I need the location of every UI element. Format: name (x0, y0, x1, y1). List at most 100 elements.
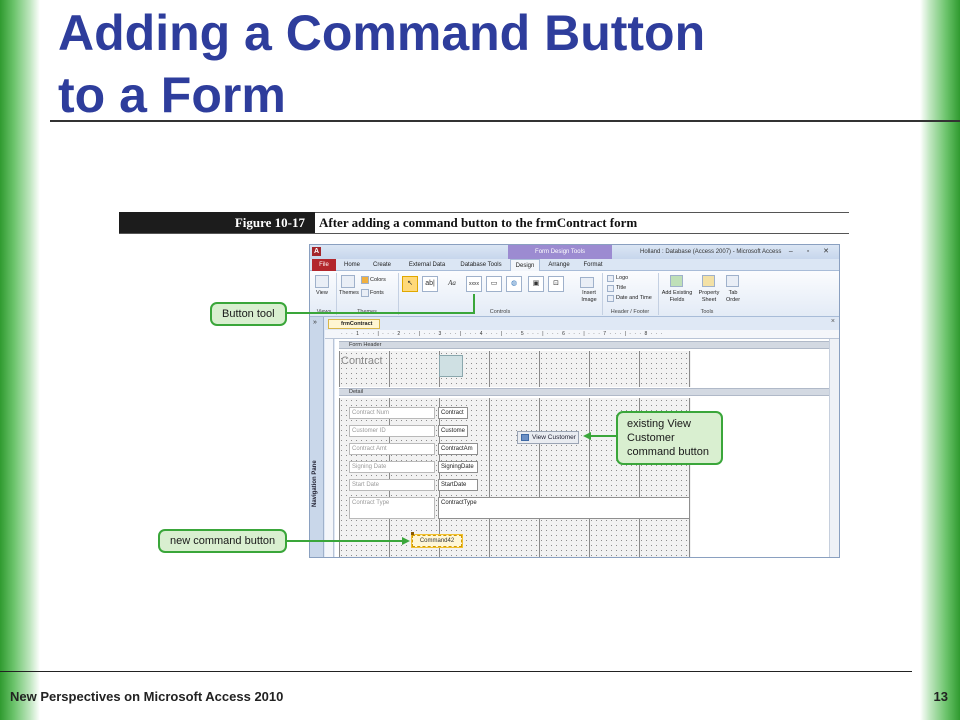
form-icon (521, 434, 529, 441)
logo-image[interactable] (439, 355, 463, 377)
tools-group-label: Tools (700, 309, 714, 315)
window-controls[interactable]: – ▫ ✕ (788, 248, 835, 255)
callout-line-new (285, 540, 403, 542)
page-number: 13 (933, 689, 948, 704)
move-handle[interactable] (411, 532, 414, 535)
figure-rule-bottom (119, 233, 849, 234)
colors-icon (361, 276, 369, 284)
textbox-control-icon[interactable]: ab| (422, 276, 438, 292)
tab-order-button[interactable]: Tab Order (725, 290, 741, 303)
figure-caption-bar: Figure 10-17 After adding a command butt… (119, 212, 849, 234)
command42-button[interactable]: Command42 (411, 534, 463, 548)
logo-icon (607, 275, 614, 282)
navigation-pane[interactable]: » Navigation Pane (310, 317, 324, 557)
title-icon (607, 285, 614, 292)
hyperlink-control-icon[interactable]: ◍ (506, 276, 522, 292)
start-date-textbox[interactable]: StartDate (438, 479, 478, 491)
title-line-2: to a Form (58, 67, 286, 123)
insert-image-button[interactable]: Insert Image (581, 290, 597, 303)
tab-format[interactable]: Format (583, 262, 603, 268)
ribbon-tabs: File Home Create External Data Database … (310, 259, 839, 271)
property-sheet-button[interactable]: Property Sheet (698, 290, 720, 303)
view-customer-button-label: View Customer (532, 434, 576, 441)
tab-create[interactable]: Create (372, 262, 391, 268)
add-existing-fields-button[interactable]: Add Existing Fields (661, 290, 693, 303)
form-header-bar[interactable]: Form Header (339, 341, 831, 349)
signing-date-label[interactable]: Signing Date (349, 461, 435, 473)
left-green-edge (0, 0, 40, 720)
tab-arrange[interactable]: Arrange (548, 262, 570, 268)
contract-num-textbox[interactable]: Contract (438, 407, 468, 419)
window-title: Holland : Database (Access 2007) - Micro… (640, 249, 782, 255)
tab-design[interactable]: Design (510, 259, 540, 271)
footer-rule (0, 671, 912, 672)
vertical-scrollbar[interactable] (829, 339, 839, 557)
form-header-grid (339, 351, 691, 387)
property-sheet-icon[interactable] (702, 275, 715, 287)
insert-image-icon[interactable] (580, 277, 594, 288)
date-time-icon (607, 295, 614, 302)
tab-home[interactable]: Home (343, 262, 360, 268)
navigation-pane-label: Navigation Pane (312, 460, 318, 507)
themes-icon[interactable] (341, 275, 355, 288)
chevron-right-icon[interactable]: » (313, 319, 317, 326)
form-design-surface[interactable]: Form Header Contract Detail Contract Num… (335, 339, 831, 557)
slide-title: Adding a Command Button to a Form (58, 2, 918, 126)
tab-order-icon[interactable] (726, 275, 739, 287)
form-header-title[interactable]: Contract (341, 355, 383, 367)
fonts-icon (361, 289, 369, 297)
themes-button[interactable]: Themes (339, 290, 359, 296)
select-control-icon[interactable]: ↖ (402, 276, 418, 292)
start-date-label[interactable]: Start Date (349, 479, 435, 491)
tab-external-data[interactable]: External Data (408, 262, 446, 268)
ribbon-separator (658, 273, 659, 315)
tab-file[interactable]: File (312, 259, 336, 271)
tab-frmcontract[interactable]: frmContract (328, 319, 380, 329)
ribbon-separator (336, 273, 337, 315)
close-icon[interactable]: × (830, 318, 835, 325)
view-customer-button[interactable]: View Customer (517, 431, 579, 444)
logo-button[interactable]: Logo (616, 275, 629, 281)
access-app-icon[interactable]: A (312, 247, 321, 256)
button-control-icon[interactable]: xxxx (466, 276, 482, 292)
callout-existing-line-1: existing View (627, 418, 691, 430)
detail-bar[interactable]: Detail (339, 388, 831, 396)
signing-date-textbox[interactable]: SigningDate (438, 461, 478, 473)
view-icon[interactable] (315, 275, 329, 288)
label-control-icon[interactable]: Aa (448, 279, 456, 287)
callout-line-button-tool-vertical (473, 294, 475, 314)
colors-button[interactable]: Colors (370, 277, 386, 283)
callout-existing-line-2: Customer (627, 432, 675, 444)
contract-num-label[interactable]: Contract Num (349, 407, 435, 419)
right-green-edge (920, 0, 960, 720)
tab-control-icon[interactable]: ▭ (486, 276, 502, 292)
quick-access-toolbar: A Form Design Tools Holland : Database (… (310, 245, 839, 259)
callout-line-button-tool (287, 312, 475, 314)
view-button[interactable]: View (316, 290, 328, 296)
web-browser-control-icon[interactable]: ▣ (528, 276, 544, 292)
ribbon-separator (602, 273, 603, 315)
footer-text: New Perspectives on Microsoft Access 201… (10, 689, 284, 704)
figure-caption: After adding a command button to the frm… (319, 215, 638, 230)
ribbon-separator (398, 273, 399, 315)
contract-type-label[interactable]: Contract Type (349, 497, 435, 519)
vertical-ruler (325, 339, 334, 557)
context-tools-label: Form Design Tools (508, 245, 612, 259)
customer-id-label[interactable]: Customer ID (349, 425, 435, 437)
date-time-button[interactable]: Date and Time (616, 295, 652, 301)
ribbon: View Views Themes Colors Fonts Themes ↖ … (310, 271, 839, 317)
title-button[interactable]: Title (616, 285, 627, 291)
controls-group-label: Controls (489, 309, 511, 315)
fonts-button[interactable]: Fonts (370, 290, 384, 296)
callout-line-existing (590, 435, 617, 437)
contract-amt-label[interactable]: Contract Amt (349, 443, 435, 455)
customer-id-textbox[interactable]: Custome (438, 425, 468, 437)
add-existing-fields-icon[interactable] (670, 275, 683, 287)
callout-button-tool: Button tool (210, 302, 287, 326)
contract-type-textbox[interactable]: ContractType (438, 497, 690, 519)
title-rule (50, 120, 960, 122)
tab-database-tools[interactable]: Database Tools (460, 262, 502, 268)
contract-amt-textbox[interactable]: ContractAm (438, 443, 478, 455)
navigation-control-icon[interactable]: ⊡ (548, 276, 564, 292)
